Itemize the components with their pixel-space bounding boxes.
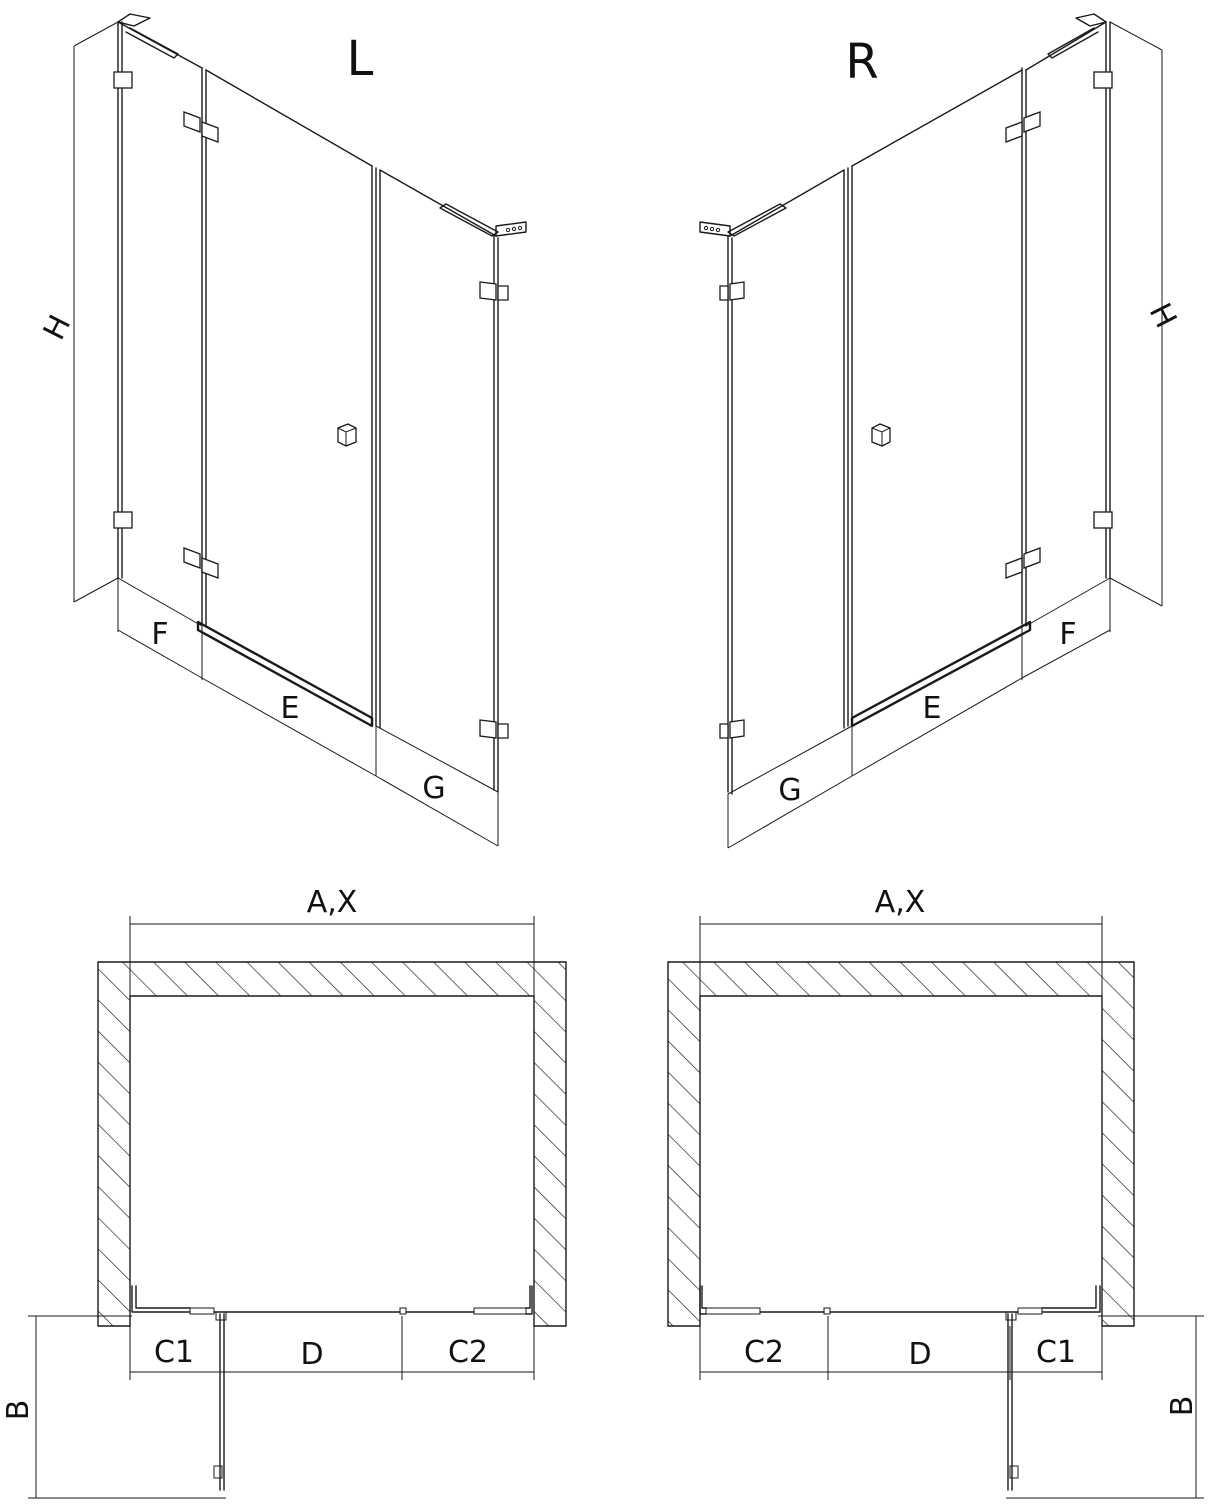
plan-view-left: A,X C1 D C2 B	[1, 885, 567, 1499]
view-label-left: L	[347, 31, 374, 87]
plan-view-right: A,X C2 D C1 B	[667, 885, 1204, 1499]
dimension-label-d-right: D	[908, 1337, 931, 1372]
door-knob-right-icon	[871, 423, 891, 447]
dimension-floor-left	[117, 577, 499, 847]
dimension-label-f-right: F	[1059, 617, 1076, 652]
return-panel-left	[379, 169, 527, 793]
dimension-h-right: H	[1109, 21, 1183, 607]
dimension-label-h-left: H	[37, 310, 78, 346]
view-label-right: R	[845, 34, 878, 90]
fixed-side-panel-right	[1021, 13, 1111, 627]
dimension-label-ax-left: A,X	[307, 885, 358, 920]
dimension-label-b-right: B	[1165, 1396, 1200, 1417]
door-panel-right	[843, 69, 1032, 729]
return-panel-right	[699, 169, 845, 795]
dimension-floor-right	[727, 577, 1111, 849]
wall-hatched-right-plan	[667, 961, 1135, 1327]
dimension-label-ax-right: A,X	[875, 885, 926, 920]
dimension-label-b-left: B	[1, 1400, 36, 1421]
door-knob-left-icon	[337, 423, 357, 447]
shower-plan-profile-left	[131, 1285, 533, 1491]
dimension-label-f-left: F	[151, 617, 168, 652]
wall-hatched-left-plan	[97, 961, 567, 1327]
dimension-label-g-right: G	[778, 773, 801, 808]
dimension-label-c1-left: C1	[154, 1335, 194, 1370]
dimension-label-g-left: G	[422, 771, 445, 806]
door-panel-left	[196, 69, 381, 729]
dimension-label-e-right: E	[923, 691, 942, 726]
dimension-label-h-right: H	[1142, 298, 1183, 334]
fixed-side-panel-left	[117, 13, 207, 627]
hinge-set-left	[113, 71, 509, 739]
dimension-h-left: H	[37, 21, 119, 603]
iso-view-right: R	[699, 13, 1183, 849]
dimension-label-c1-right: C1	[1036, 1335, 1076, 1370]
shower-plan-profile-right	[699, 1285, 1101, 1491]
dimension-label-c2-left: C2	[448, 1335, 488, 1370]
hinge-set-right	[719, 71, 1113, 739]
dimension-label-e-left: E	[281, 691, 300, 726]
dimension-label-d-left: D	[300, 1337, 323, 1372]
iso-view-left: L	[37, 13, 527, 847]
dimension-label-c2-right: C2	[744, 1335, 784, 1370]
